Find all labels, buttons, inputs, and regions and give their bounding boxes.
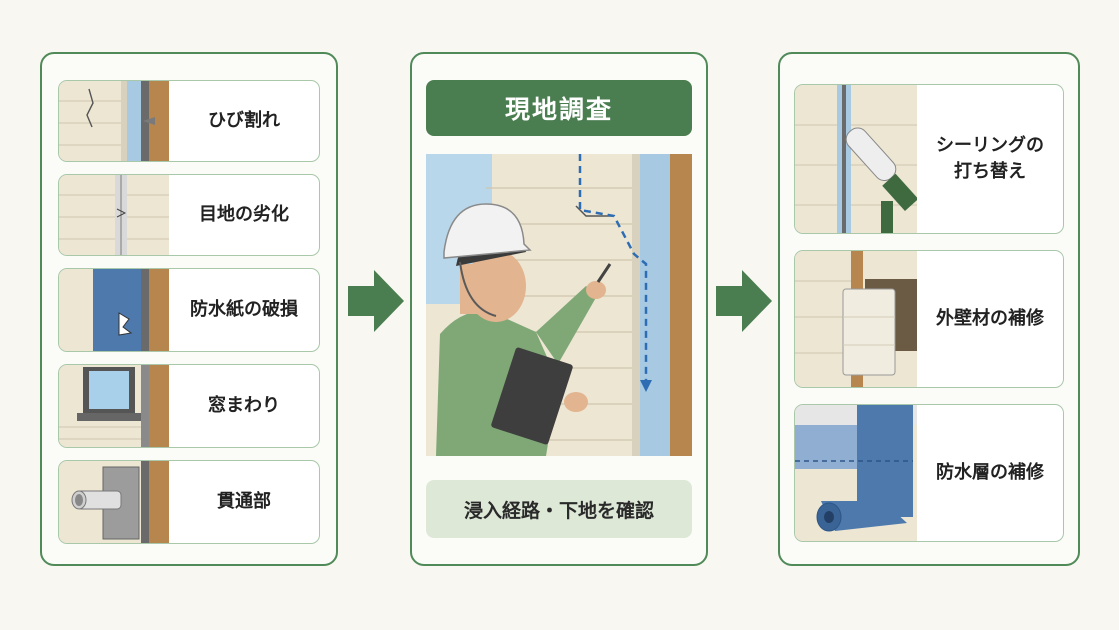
card-sealing-replacement[interactable]: シーリングの 打ち替え (794, 84, 1064, 234)
card-joint-degradation[interactable]: 目地の劣化 (58, 174, 320, 256)
card-waterproof-label: 防水層の補修 (936, 461, 1044, 483)
torn-paper-illustration (59, 269, 169, 351)
card-joint-label: 目地の劣化 (199, 203, 289, 225)
caulking-gun-illustration (795, 85, 917, 233)
card-crack-label: ひび割れ (208, 109, 280, 131)
arrow-right-icon (348, 270, 404, 332)
card-waterproof-paper-damage[interactable]: 防水紙の破損 (58, 268, 320, 352)
card-crack[interactable]: ひび割れ (58, 80, 320, 162)
card-waterproof-layer-repair[interactable]: 防水層の補修 (794, 404, 1064, 542)
crack-illustration (59, 81, 169, 161)
card-sealing-label: シーリングの 打ち替え (936, 134, 1044, 182)
membrane-roll-illustration (795, 405, 917, 541)
inspector-illustration (426, 154, 692, 456)
card-exterior-wall-repair[interactable]: 外壁材の補修 (794, 250, 1064, 388)
site-survey-caption: 浸入経路・下地を確認 (426, 480, 692, 538)
wall-panel-illustration (795, 251, 917, 387)
card-window-surroundings[interactable]: 窓まわり (58, 364, 320, 448)
pipe-penetration-illustration (59, 461, 169, 543)
arrow-right-icon (716, 270, 772, 332)
card-window-label: 窓まわり (208, 394, 280, 416)
card-wall-repair-label: 外壁材の補修 (936, 307, 1044, 329)
site-survey-title: 現地調査 (426, 80, 692, 136)
card-penetration[interactable]: 貫通部 (58, 460, 320, 544)
window-illustration (59, 365, 169, 447)
card-paper-label: 防水紙の破損 (190, 298, 298, 320)
card-penetration-label: 貫通部 (217, 490, 271, 512)
joint-illustration (59, 175, 169, 255)
